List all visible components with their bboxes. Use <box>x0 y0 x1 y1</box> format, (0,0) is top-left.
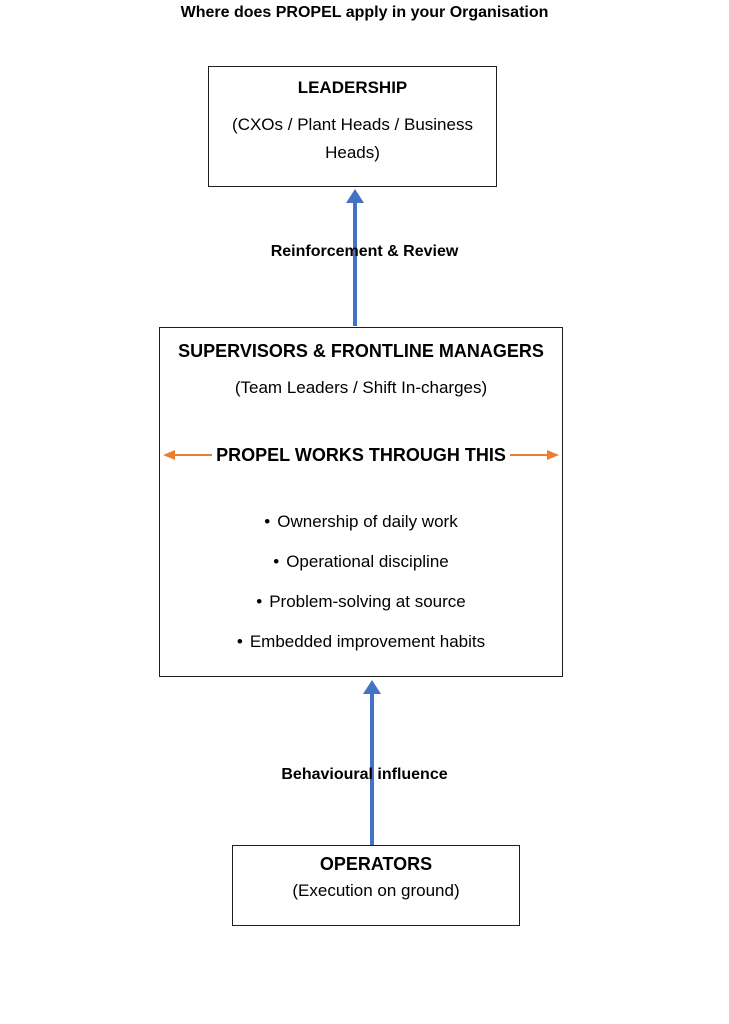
diagram-title: Where does PROPEL apply in your Organisa… <box>180 4 549 21</box>
right-arrow-line <box>509 453 547 457</box>
operators-heading: OPERATORS <box>319 854 433 874</box>
leadership-heading: LEADERSHIP <box>297 78 408 97</box>
propel-highlight: PROPEL WORKS THROUGH THIS <box>160 444 562 466</box>
behavioural-arrow <box>363 680 381 845</box>
arrow-shaft <box>370 694 374 845</box>
bullet-glyph: • <box>256 592 263 611</box>
reinforcement-review-label: Reinforcement & Review <box>270 243 459 260</box>
reinforcement-arrow <box>346 189 364 326</box>
bullet-item: • Problem-solving at source <box>160 592 562 612</box>
bullet-text: Embedded improvement habits <box>249 632 486 651</box>
bullet-glyph: • <box>264 512 271 531</box>
left-arrow-line <box>175 453 213 457</box>
left-arrow-icon <box>163 450 213 460</box>
supervisors-subheading: (Team Leaders / Shift In-charges) <box>234 378 488 397</box>
bullet-list: • Ownership of daily work • Operational di… <box>160 512 562 652</box>
propel-highlight-label: PROPEL WORKS THROUGH THIS <box>216 445 506 465</box>
leadership-subheading: (CXOs / Plant Heads / Business Heads) <box>232 115 473 162</box>
operators-subheading: (Execution on ground) <box>292 881 460 900</box>
supervisors-heading: SUPERVISORS & FRONTLINE MANAGERS <box>178 341 544 361</box>
left-arrowhead-icon <box>163 450 176 460</box>
bullet-text: Operational discipline <box>286 552 449 571</box>
bullet-item: • Ownership of daily work <box>160 512 562 532</box>
arrow-shaft <box>353 203 357 326</box>
bullet-item: • Operational discipline <box>160 552 562 572</box>
behavioural-influence-label: Behavioural influence <box>281 766 448 783</box>
right-arrow-icon <box>509 450 559 460</box>
bullet-text: Ownership of daily work <box>277 512 458 531</box>
bullet-glyph: • <box>273 552 280 571</box>
leadership-box: LEADERSHIP (CXOs / Plant Heads / Busines… <box>208 66 497 187</box>
arrowhead-up-icon <box>346 189 364 203</box>
bullet-glyph: • <box>236 632 243 651</box>
arrowhead-up-icon <box>363 680 381 694</box>
supervisors-box: SUPERVISORS & FRONTLINE MANAGERS (Team L… <box>159 327 563 677</box>
bullet-item: • Embedded improvement habits <box>160 632 562 652</box>
bullet-text: Problem-solving at source <box>269 592 466 611</box>
operators-box: OPERATORS (Execution on ground) <box>232 845 520 926</box>
right-arrowhead-icon <box>546 450 559 460</box>
